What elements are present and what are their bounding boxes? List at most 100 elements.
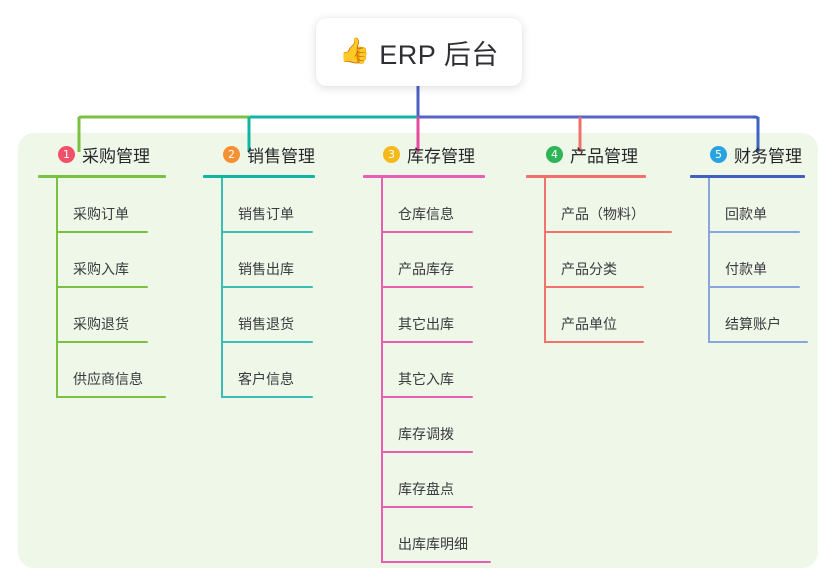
- leaf-item-label: 回款单: [725, 206, 767, 222]
- leaf-item-underline: [56, 286, 148, 288]
- leaf-spine: [381, 178, 383, 563]
- leaf-item-label: 供应商信息: [73, 371, 143, 387]
- branch-index-badge: 3: [383, 145, 400, 163]
- leaf-spine: [221, 178, 223, 398]
- leaf-item-label: 采购订单: [73, 206, 129, 222]
- leaf-item-label: 采购入库: [73, 261, 129, 277]
- leaf-item-underline: [221, 341, 313, 343]
- leaf-item-underline: [381, 506, 473, 508]
- leaf-item-label: 仓库信息: [398, 206, 454, 222]
- leaf-item-label: 库存盘点: [398, 481, 454, 497]
- thumbs-up-icon: 👍: [339, 36, 371, 65]
- leaf-item[interactable]: 回款单: [690, 178, 830, 233]
- branch-title: 产品管理: [570, 146, 638, 166]
- leaf-item[interactable]: 销售退货: [203, 288, 348, 343]
- leaf-item-label: 其它出库: [398, 316, 454, 332]
- leaf-spine: [544, 178, 546, 343]
- branch-index-badge: 1: [58, 145, 75, 163]
- leaf-item-label: 销售订单: [238, 206, 294, 222]
- branch-title-underline: [38, 175, 166, 178]
- leaf-list: 采购订单采购入库采购退货供应商信息: [38, 178, 183, 398]
- leaf-item-underline: [381, 451, 473, 453]
- leaf-item[interactable]: 产品库存: [363, 233, 528, 288]
- leaf-item[interactable]: 产品（物料）: [526, 178, 686, 233]
- leaf-item[interactable]: 采购退货: [38, 288, 183, 343]
- leaf-item[interactable]: 供应商信息: [38, 343, 183, 398]
- branch-columns: 1 采购管理采购订单采购入库采购退货供应商信息 2 销售管理销售订单销售出库销售退货客…: [18, 133, 818, 568]
- branch-title-underline: [203, 175, 315, 178]
- branch-index-badge: 2: [223, 145, 240, 163]
- branch-title: 采购管理: [82, 146, 150, 166]
- leaf-item-underline: [56, 396, 166, 398]
- branch-title-underline: [363, 175, 485, 178]
- leaf-item-underline: [381, 231, 473, 233]
- leaf-item[interactable]: 其它出库: [363, 288, 528, 343]
- leaf-item-underline: [56, 231, 148, 233]
- leaf-list: 产品（物料） 产品分类产品单位: [526, 178, 686, 343]
- leaf-item[interactable]: 其它入库: [363, 343, 528, 398]
- leaf-item[interactable]: 产品分类: [526, 233, 686, 288]
- leaf-item-underline: [221, 396, 313, 398]
- leaf-item[interactable]: 结算账户: [690, 288, 830, 343]
- leaf-item-underline: [381, 341, 473, 343]
- leaf-item-label: 产品库存: [398, 261, 454, 277]
- branch-title: 销售管理: [247, 146, 315, 166]
- leaf-item[interactable]: 付款单: [690, 233, 830, 288]
- leaf-item-label: 客户信息: [238, 371, 294, 387]
- leaf-item[interactable]: 库存盘点: [363, 453, 528, 508]
- leaf-item-label: 产品单位: [561, 316, 617, 332]
- leaf-item-underline: [708, 341, 808, 343]
- leaf-item[interactable]: 库存调拨: [363, 398, 528, 453]
- branch-header[interactable]: 1 采购管理: [38, 133, 183, 175]
- leaf-item[interactable]: 销售订单: [203, 178, 348, 233]
- branch-title: 库存管理: [407, 146, 475, 166]
- leaf-item-underline: [56, 341, 148, 343]
- leaf-item[interactable]: 出库库明细: [363, 508, 528, 563]
- branch-column: 2 销售管理销售订单销售出库销售退货客户信息: [203, 133, 348, 398]
- leaf-item[interactable]: 销售出库: [203, 233, 348, 288]
- branch-title-underline: [690, 175, 805, 178]
- leaf-item-underline: [708, 231, 800, 233]
- leaf-item-underline: [544, 231, 672, 233]
- leaf-item[interactable]: 仓库信息: [363, 178, 528, 233]
- leaf-item-label: 出库库明细: [398, 536, 468, 552]
- leaf-item-label: 采购退货: [73, 316, 129, 332]
- leaf-item-underline: [381, 396, 473, 398]
- leaf-item[interactable]: 采购订单: [38, 178, 183, 233]
- leaf-list: 销售订单销售出库销售退货客户信息: [203, 178, 348, 398]
- root-node[interactable]: 👍 ERP 后台: [316, 18, 522, 86]
- leaf-item-underline: [544, 341, 644, 343]
- leaf-item-underline: [381, 286, 473, 288]
- leaf-item-underline: [221, 231, 313, 233]
- root-title: ERP 后台: [379, 39, 499, 70]
- leaf-item[interactable]: 客户信息: [203, 343, 348, 398]
- leaf-item-label: 库存调拨: [398, 426, 454, 442]
- leaf-spine: [56, 178, 58, 398]
- branch-title: 财务管理: [734, 146, 802, 166]
- leaf-item-label: 产品（物料）: [561, 206, 645, 222]
- branch-header[interactable]: 3 库存管理: [363, 133, 528, 175]
- leaf-item-label: 产品分类: [561, 261, 617, 277]
- branch-column: 1 采购管理采购订单采购入库采购退货供应商信息: [38, 133, 183, 398]
- leaf-spine: [708, 178, 710, 343]
- leaf-item-underline: [708, 286, 800, 288]
- leaf-item-label: 其它入库: [398, 371, 454, 387]
- content-panel: [18, 133, 818, 568]
- leaf-item-underline: [381, 561, 491, 563]
- branch-title-underline: [526, 175, 646, 178]
- leaf-list: 回款单付款单结算账户: [690, 178, 830, 343]
- leaf-item[interactable]: 产品单位: [526, 288, 686, 343]
- leaf-list: 仓库信息产品库存其它出库其它入库库存调拨库存盘点出库库明细: [363, 178, 528, 563]
- leaf-item-underline: [221, 286, 313, 288]
- leaf-item-underline: [544, 286, 644, 288]
- leaf-item-label: 结算账户: [725, 316, 781, 332]
- branch-column: 3 库存管理仓库信息产品库存其它出库其它入库库存调拨库存盘点出库库明细: [363, 133, 528, 563]
- branch-header[interactable]: 2 销售管理: [203, 133, 348, 175]
- leaf-item-label: 销售出库: [238, 261, 294, 277]
- leaf-item[interactable]: 采购入库: [38, 233, 183, 288]
